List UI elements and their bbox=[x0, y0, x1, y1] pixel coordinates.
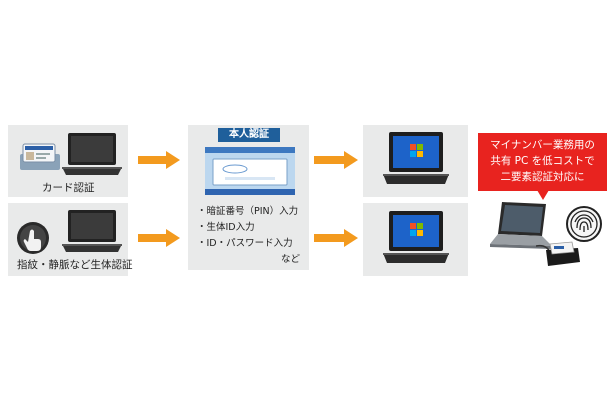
callout-line: 二要素認証対応に bbox=[500, 171, 585, 183]
id-card-icon bbox=[20, 143, 60, 170]
windows-logo-icon bbox=[410, 223, 423, 236]
windows-logo-icon bbox=[410, 144, 423, 157]
login-screen-image bbox=[205, 147, 295, 195]
callout-line: マイナンバー業務用の bbox=[490, 139, 595, 151]
touch-hand-icon bbox=[17, 222, 49, 254]
arrow-right-icon bbox=[138, 229, 180, 247]
callout-tail bbox=[537, 190, 549, 200]
laptop-icon bbox=[62, 133, 122, 175]
laptop-icon bbox=[383, 211, 449, 263]
auth-title: 本人認証 bbox=[218, 128, 280, 142]
auth-method-etc: など bbox=[281, 254, 301, 265]
callout-box: マイナンバー業務用の 共有 PC を低コストで 二要素認証対応に bbox=[478, 133, 607, 191]
laptop-icon bbox=[383, 132, 449, 184]
arrow-right-icon bbox=[314, 151, 358, 169]
auth-method-bio: ・生体ID入力 bbox=[197, 222, 255, 233]
auth-method-pin: ・暗証番号（PIN）入力 bbox=[197, 206, 299, 217]
fingerprint-icon bbox=[566, 206, 602, 242]
auth-method-password: ・ID・パスワード入力 bbox=[197, 238, 293, 249]
arrow-right-icon bbox=[138, 151, 180, 169]
callout-line: 共有 PC を低コストで bbox=[490, 155, 595, 167]
arrow-right-icon bbox=[314, 229, 358, 247]
laptop-icon bbox=[490, 202, 552, 249]
laptop-icon bbox=[62, 210, 122, 252]
card-auth-caption: カード認証 bbox=[42, 182, 95, 194]
bio-auth-caption: 指紋・静脈など生体認証 bbox=[17, 259, 133, 271]
usb-reader-icon bbox=[536, 241, 580, 266]
